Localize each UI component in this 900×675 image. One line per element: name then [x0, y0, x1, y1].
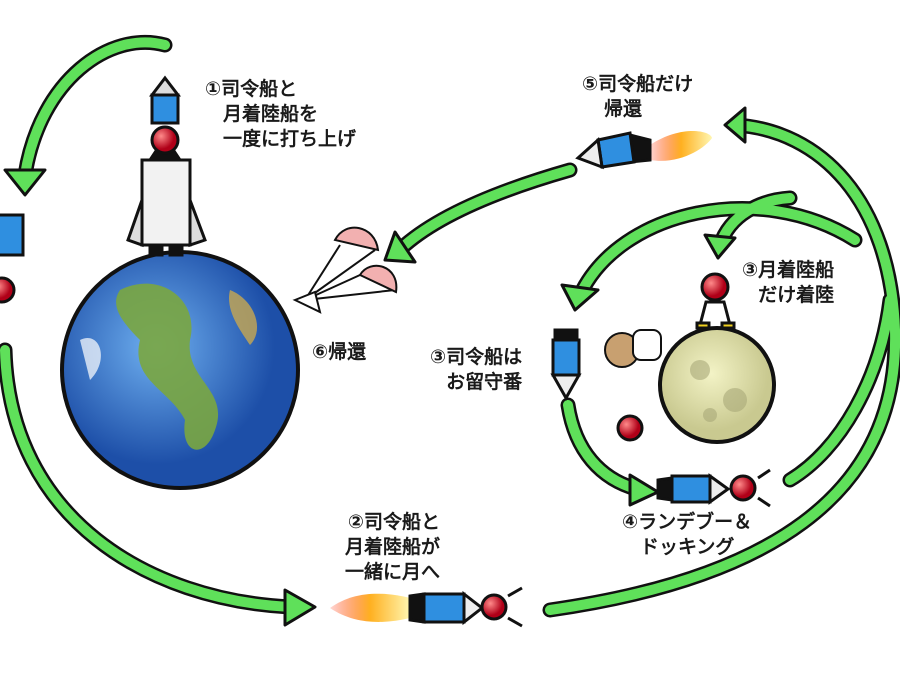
label-line: ①司令船と — [205, 78, 298, 100]
label-line: 月着陸船が — [345, 536, 441, 558]
label-line: ②司令船と — [347, 511, 441, 533]
moon — [658, 326, 776, 444]
label-step5: ⑤司令船だけ 帰還 — [582, 72, 693, 122]
outbound-ships — [330, 586, 523, 628]
return-ship — [575, 130, 712, 170]
docked-ships — [656, 468, 771, 508]
label-step2: ②司令船と 月着陸船が 一緒に月へ — [345, 510, 440, 585]
label-step6: ⑥帰還 — [312, 340, 366, 365]
launch-rocket — [126, 75, 207, 257]
label-line: ⑥帰還 — [312, 341, 367, 363]
lander-ascent — [616, 414, 644, 442]
label-line: 月着陸船を — [223, 103, 319, 125]
partial-rocket-left — [0, 213, 25, 304]
parachute-capsule — [292, 226, 398, 314]
label-step4: ④ランデブー＆ ドッキング — [622, 510, 752, 560]
label-step3-lander: ③月着陸船 だけ着陸 — [742, 258, 834, 308]
label-line: ③司令船は — [430, 346, 523, 368]
label-line: ③月着陸船 — [742, 259, 835, 281]
label-line: だけ着陸 — [758, 284, 835, 306]
arrow-heads — [3, 106, 747, 627]
lunar-lander — [695, 272, 736, 330]
label-line: ④ランデブー＆ — [622, 511, 753, 533]
label-line: ドッキング — [640, 536, 735, 558]
arrow-bodies — [0, 37, 900, 615]
label-line: ⑤司令船だけ — [582, 73, 694, 95]
label-line: お留守番 — [446, 371, 523, 393]
label-line: 一緒に月へ — [345, 561, 441, 583]
earth — [60, 250, 300, 490]
label-line: 一度に打ち上げ — [223, 128, 357, 150]
label-step1: ①司令船と 月着陸船を 一度に打ち上げ — [205, 77, 356, 152]
label-step3-command: ③司令船は お留守番 — [430, 345, 522, 395]
label-line: 帰還 — [604, 98, 643, 120]
command-ship-orbit — [550, 328, 582, 402]
astronaut-pug — [604, 329, 662, 368]
